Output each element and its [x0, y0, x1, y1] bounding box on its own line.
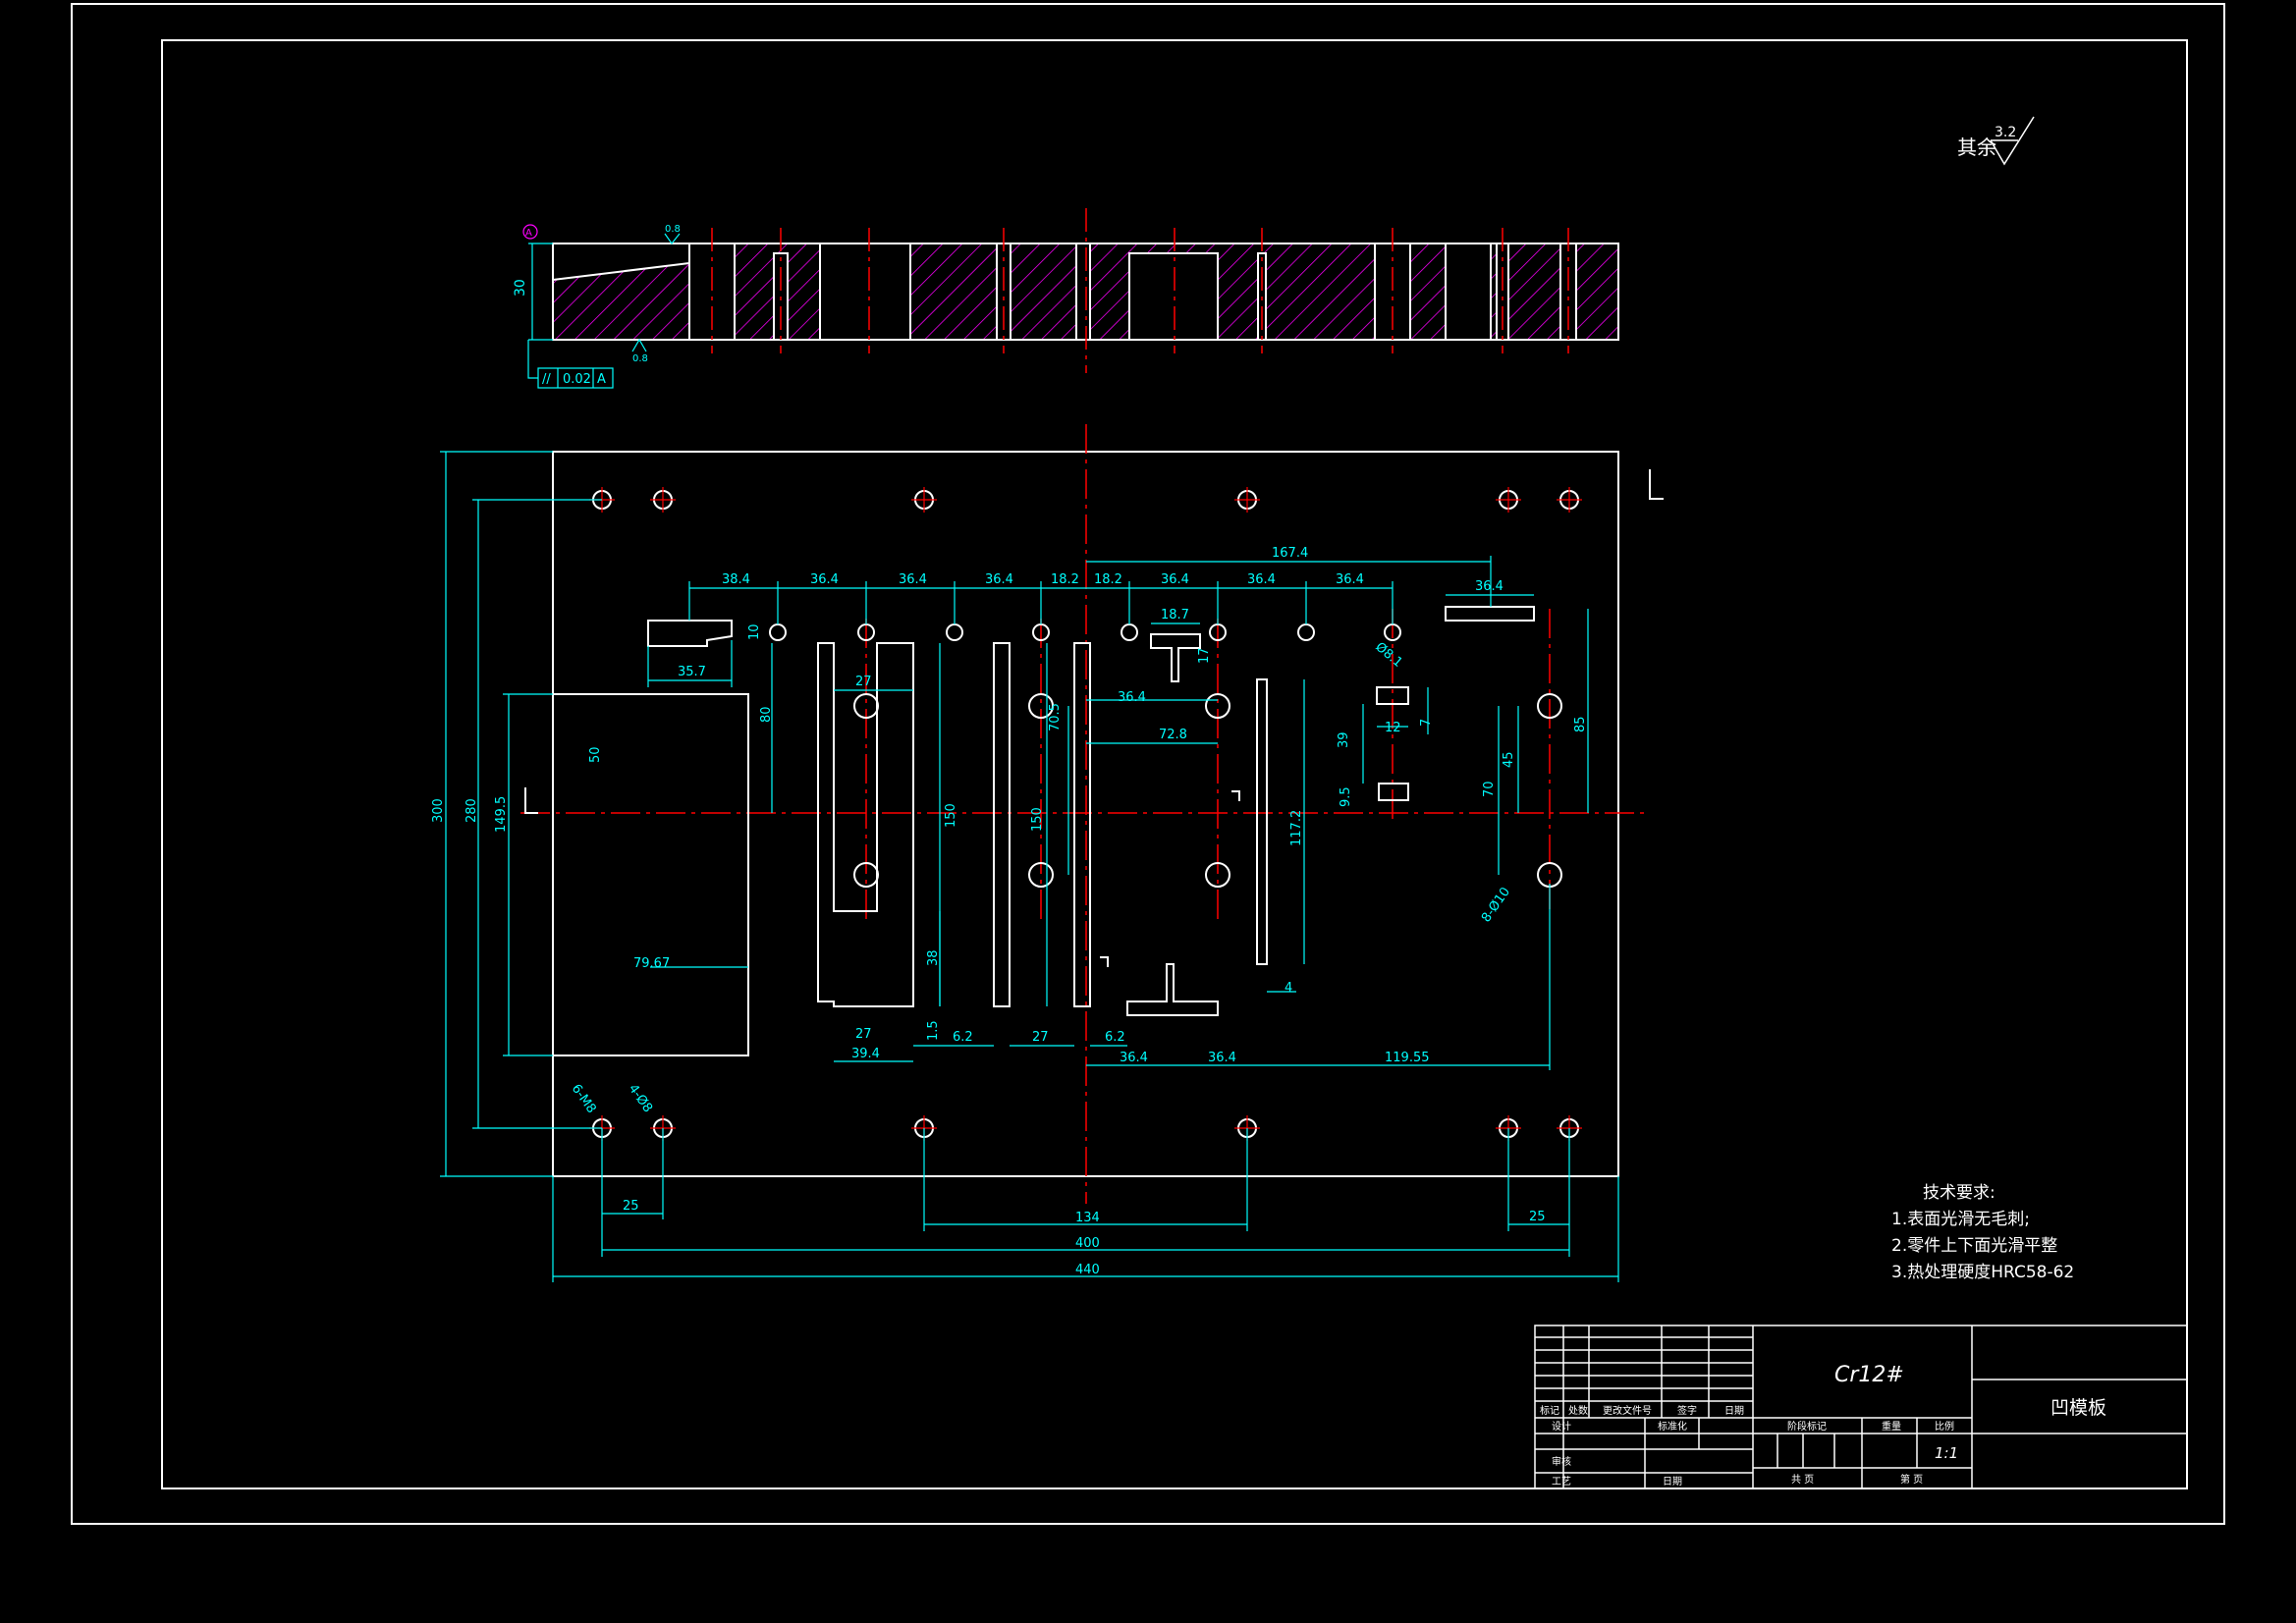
dim-diameter-0: Ø8.1: [1372, 640, 1404, 671]
tb-hdr-1: 处数: [1568, 1404, 1588, 1417]
dim-horizontal-1: 36.4: [810, 572, 839, 587]
dim-vertical-3: 50: [588, 746, 603, 763]
title-block: [1534, 1325, 2188, 1489]
tb-design: 设计: [1552, 1420, 1571, 1433]
dim-diameter-1: 8-Ø10: [1479, 885, 1513, 925]
dim-vertical-9: 70.5: [1048, 703, 1063, 731]
dim-horizontal-30: 79.67: [633, 956, 670, 971]
dim-horizontal-0: 38.4: [722, 572, 750, 587]
dim-horizontal-19: 6.2: [953, 1030, 973, 1045]
dimension-lines: [440, 451, 1619, 1282]
dim-horizontal-6: 36.4: [1161, 572, 1189, 587]
inner-border: [161, 39, 2188, 1489]
dim-horizontal-2: 36.4: [899, 572, 927, 587]
dim-vertical-15: 7: [1419, 719, 1434, 727]
dim-diameter-3: 4-Ø8: [626, 1082, 655, 1115]
datum-label: A: [525, 228, 532, 239]
dim-horizontal-7: 36.4: [1247, 572, 1276, 587]
dim-vertical-5: 10: [747, 623, 762, 640]
dim-horizontal-17: 27: [855, 1027, 872, 1042]
dim-vertical-17: 45: [1502, 751, 1516, 768]
tb-hdr-0: 标记: [1540, 1405, 1559, 1417]
dim-horizontal-10: 167.4: [1272, 546, 1308, 561]
scale-text: 1:1: [1935, 1444, 1958, 1462]
roughness-top: 0.8: [665, 224, 681, 235]
tb-total: 共 页: [1791, 1474, 1814, 1486]
dim-vertical-4: 80: [759, 706, 774, 723]
tb-process: 工艺: [1552, 1476, 1571, 1488]
dim-vertical-8: 1.5: [926, 1020, 941, 1041]
dimension-texts: 38.4 36.4 36.4 36.4 18.2 18.2 36.4 36.4 36.4 36.4…: [431, 546, 1588, 1277]
dim-vertical-14: 9.5: [1339, 786, 1353, 807]
top-section-view: 30 A 0.8 0.8 // 0.02 A: [513, 208, 1619, 389]
surface-finish-label: 其余: [1957, 135, 1996, 159]
material-text: Cr12#: [1834, 1363, 1904, 1387]
dim-horizontal-24: 119.55: [1385, 1051, 1430, 1065]
dim-vertical-18: 85: [1573, 716, 1588, 732]
tol-symbol: //: [542, 372, 551, 387]
thickness-dim: 30: [513, 279, 528, 297]
dim-horizontal-20: 27: [1032, 1030, 1049, 1045]
dim-vertical-0: 300: [431, 798, 446, 823]
dim-horizontal-13: 36.4: [1118, 690, 1146, 705]
tech-requirement-3: 3.热处理硬度HRC58-62: [1891, 1263, 2075, 1282]
surface-finish-symbol: 其余 3.2: [1957, 116, 2035, 166]
tech-requirement-2: 2.零件上下面光滑平整: [1891, 1236, 2058, 1256]
dim-horizontal-9: 36.4: [1475, 579, 1503, 594]
title-block-text: Cr12# 凹模板 1:1 标记 处数 更改文件号 签字 日期 设计 标准化 阶…: [1540, 1363, 2106, 1488]
dim-horizontal-22: 36.4: [1120, 1051, 1148, 1065]
dim-vertical-10: 150: [1030, 807, 1045, 832]
dim-vertical-16: 70: [1482, 781, 1497, 797]
dim-horizontal-29: 440: [1075, 1263, 1100, 1277]
dim-vertical-6: 150: [944, 803, 958, 828]
tb-sheet: 第 页: [1900, 1473, 1923, 1486]
tb-hdr-3: 签字: [1677, 1404, 1697, 1417]
dim-vertical-1: 280: [465, 798, 479, 823]
dim-horizontal-23: 36.4: [1208, 1051, 1236, 1065]
dim-horizontal-5: 18.2: [1094, 572, 1122, 587]
surface-finish-value: 3.2: [1995, 125, 2016, 140]
tb-stage-mark: 阶段标记: [1787, 1420, 1827, 1433]
dim-horizontal-14: 72.8: [1159, 728, 1187, 742]
tol-datum: A: [597, 372, 606, 387]
part-name-text: 凹模板: [2050, 1397, 2106, 1419]
dim-vertical-2: 149.5: [494, 796, 509, 833]
dim-horizontal-3: 36.4: [985, 572, 1013, 587]
dim-horizontal-15: 18.7: [1161, 608, 1189, 622]
dim-horizontal-21: 6.2: [1105, 1030, 1125, 1045]
tb-scale-label: 比例: [1935, 1420, 1954, 1433]
roughness-bottom: 0.8: [632, 353, 648, 364]
dim-vertical-19: 4: [1285, 981, 1292, 996]
tb-hdr-2: 更改文件号: [1603, 1404, 1652, 1417]
dim-vertical-7: 38: [926, 949, 941, 966]
dim-horizontal-4: 18.2: [1051, 572, 1079, 587]
outer-border: [71, 3, 2225, 1525]
tb-weight: 重量: [1882, 1420, 1901, 1433]
tech-requirements-title: 技术要求:: [1923, 1183, 1995, 1203]
tb-hdr-4: 日期: [1724, 1405, 1744, 1417]
dim-horizontal-28: 400: [1075, 1236, 1100, 1251]
dim-horizontal-27: 25: [1529, 1210, 1546, 1224]
tb-approve: 日期: [1663, 1476, 1682, 1488]
dim-horizontal-25: 25: [623, 1199, 639, 1214]
tech-requirement-1: 1.表面光滑无毛刺;: [1891, 1210, 2030, 1229]
dim-vertical-12: 117.2: [1289, 810, 1304, 846]
dim-diameter-2: 6-M8: [569, 1082, 599, 1116]
tb-standardize: 标准化: [1658, 1420, 1687, 1433]
plan-view: [520, 424, 1664, 1204]
tb-review: 审核: [1552, 1455, 1571, 1468]
dim-horizontal-12: 27: [855, 675, 872, 689]
dim-horizontal-11: 35.7: [678, 665, 706, 679]
dim-vertical-13: 39: [1337, 731, 1351, 748]
tol-value: 0.02: [563, 372, 591, 387]
dim-horizontal-8: 36.4: [1336, 572, 1364, 587]
dim-horizontal-26: 134: [1075, 1211, 1100, 1225]
dim-horizontal-16: 12: [1385, 721, 1401, 735]
dim-horizontal-18: 39.4: [851, 1047, 880, 1061]
dim-vertical-11: 17: [1197, 647, 1212, 664]
